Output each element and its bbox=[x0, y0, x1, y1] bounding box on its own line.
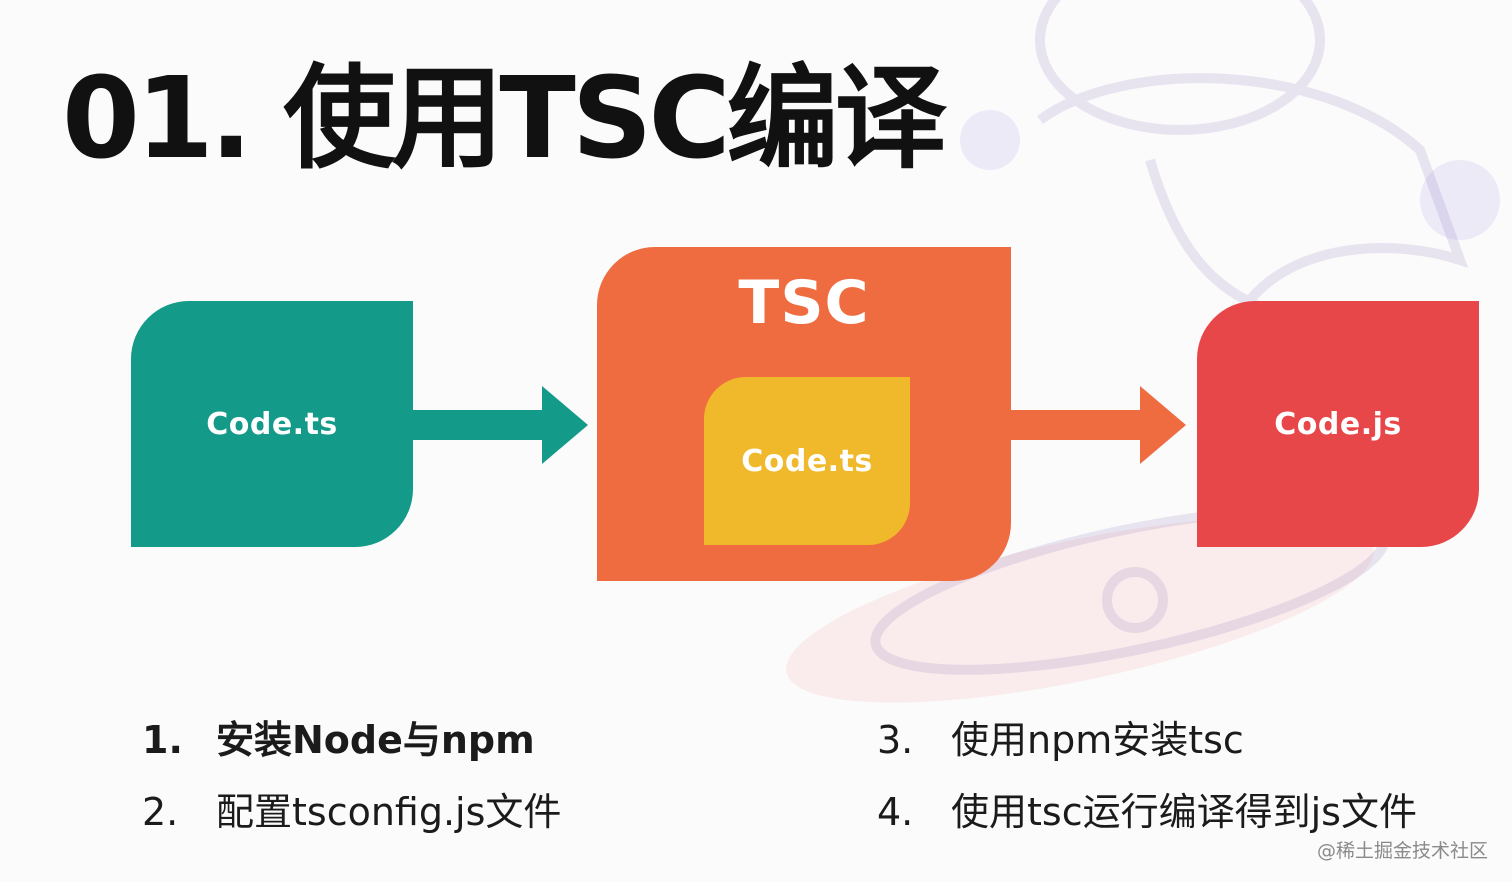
input-code-box: Code.ts bbox=[131, 301, 413, 547]
step-1: 1. 安装Node与npm bbox=[142, 721, 535, 759]
step-3: 3. 使用npm安装tsc bbox=[877, 721, 1244, 759]
step-1-number: 1. bbox=[142, 718, 183, 762]
arrow-input-to-tsc bbox=[413, 386, 588, 464]
step-4-number: 4. bbox=[877, 790, 914, 834]
watermark: @稀土掘金技术社区 bbox=[1316, 840, 1488, 862]
step-2-number: 2. bbox=[142, 790, 179, 834]
step-2-text: 配置tsconfig.js文件 bbox=[216, 790, 562, 834]
inner-code-box: Code.ts bbox=[704, 377, 910, 545]
inner-code-label: Code.ts bbox=[741, 443, 873, 479]
slide-title: 01. 使用TSC编译 bbox=[62, 54, 947, 184]
output-code-label: Code.js bbox=[1274, 406, 1402, 442]
input-code-label: Code.ts bbox=[206, 406, 338, 442]
step-1-text: 安装Node与npm bbox=[216, 718, 535, 762]
step-4: 4. 使用tsc运行编译得到js文件 bbox=[877, 793, 1417, 831]
step-2: 2. 配置tsconfig.js文件 bbox=[142, 793, 561, 831]
step-3-text: 使用npm安装tsc bbox=[951, 718, 1244, 762]
tsc-label: TSC bbox=[738, 268, 870, 338]
step-3-number: 3. bbox=[877, 718, 914, 762]
arrow-tsc-to-output bbox=[1011, 386, 1186, 464]
output-code-box: Code.js bbox=[1197, 301, 1479, 547]
step-4-text: 使用tsc运行编译得到js文件 bbox=[951, 790, 1417, 834]
